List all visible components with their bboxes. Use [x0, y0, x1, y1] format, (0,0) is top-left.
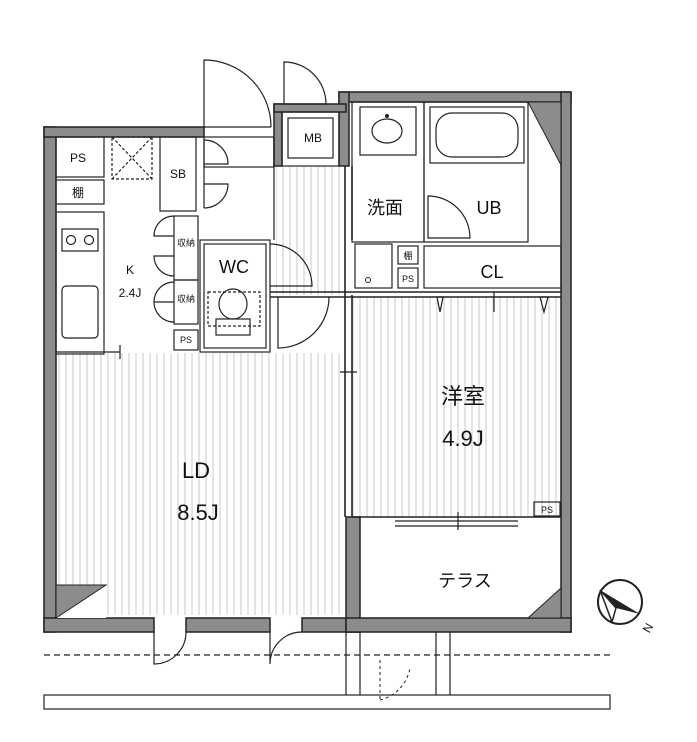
north-arrow-icon: [597, 579, 643, 625]
ub-door: [427, 195, 471, 239]
shelf-label-1: 棚: [72, 185, 84, 200]
toilet-room: [199, 239, 271, 353]
ld-balcony-door-left[interactable]: [153, 631, 187, 665]
ps-label-4: PS: [541, 505, 553, 515]
wall-terrace-bottom: [345, 617, 572, 633]
wall-bottom-left: [43, 617, 155, 633]
entrance-door-left[interactable]: [203, 59, 272, 128]
ld-floor: [57, 353, 345, 615]
toilet-bowl: [218, 288, 248, 320]
meter-box: [281, 111, 340, 167]
meter-box-label: MB: [304, 131, 322, 145]
entrance-door-right[interactable]: [283, 61, 327, 105]
closet-door-marker-1: [436, 296, 444, 313]
ps-box-1: [55, 136, 105, 178]
shoe-box-label: SB: [170, 167, 186, 181]
wall-mb-left: [273, 103, 283, 167]
stove: [61, 228, 99, 252]
wc-door[interactable]: [269, 243, 313, 287]
meter-box-inner: [287, 117, 334, 159]
western-room-size: 4.9J: [442, 426, 484, 451]
terrace-gate: [379, 660, 411, 701]
ps-label-1: PS: [70, 151, 86, 165]
ld-door[interactable]: [277, 296, 330, 349]
north-label: N: [640, 621, 656, 636]
wall-bottom-mid: [185, 617, 271, 633]
wall-right: [560, 91, 572, 633]
ps-box-4: [533, 501, 561, 517]
kitchen-size: 2.4J: [119, 286, 142, 300]
closet-label: CL: [480, 262, 503, 282]
bathtub-frame: [429, 106, 525, 164]
shoe-box: [159, 136, 197, 212]
sink-counter: [359, 106, 417, 156]
ub-area: [423, 101, 529, 243]
ventilation-box: [111, 136, 153, 180]
wall-top-left: [43, 126, 205, 138]
closet-box: [423, 245, 562, 289]
toilet-tank: [215, 318, 251, 336]
bathtub: [435, 112, 519, 158]
ld-name: LD: [182, 458, 210, 483]
washroom-area: [351, 101, 425, 243]
ps-box-3: [397, 267, 419, 289]
wall-top-right: [338, 91, 572, 103]
shelf-box-2: [397, 245, 419, 265]
washroom-label: 洗面: [367, 198, 403, 218]
wall-mb-right: [338, 91, 350, 167]
shelf-label-2: 棚: [403, 250, 412, 261]
wall-terrace-left: [345, 516, 361, 633]
closet-door-marker-2: [539, 296, 549, 315]
sink-basin: [371, 118, 403, 144]
storage-label-1: 収納: [177, 237, 195, 248]
kitchen-name: K: [126, 263, 134, 277]
ld-size: 8.5J: [177, 500, 219, 525]
washing-machine-space: [354, 243, 393, 289]
wall-left: [43, 126, 57, 633]
ps-label-3: PS: [402, 274, 414, 284]
toilet-label: WC: [219, 257, 249, 277]
kitchen-sink: [61, 285, 99, 339]
terrace-label: テラス: [438, 571, 492, 591]
western-room-name: 洋室: [441, 384, 485, 409]
genkan: [203, 136, 275, 168]
storage-box-1: [173, 215, 199, 281]
balcony-rail: [43, 694, 611, 710]
western-room-floor: [352, 297, 560, 517]
ps-box-2: [173, 329, 199, 351]
shelf-box-1: [55, 179, 105, 205]
ld-balcony-door-right[interactable]: [269, 631, 303, 665]
toilet-room-inner: [203, 243, 267, 349]
kitchen-counter: [55, 211, 105, 355]
storage-label-2: 収納: [177, 293, 195, 304]
ps-label-2: PS: [180, 335, 192, 345]
wall-mb-top: [273, 103, 347, 113]
unit-bath-label: UB: [476, 198, 501, 218]
toilet-clearance: [207, 291, 261, 327]
